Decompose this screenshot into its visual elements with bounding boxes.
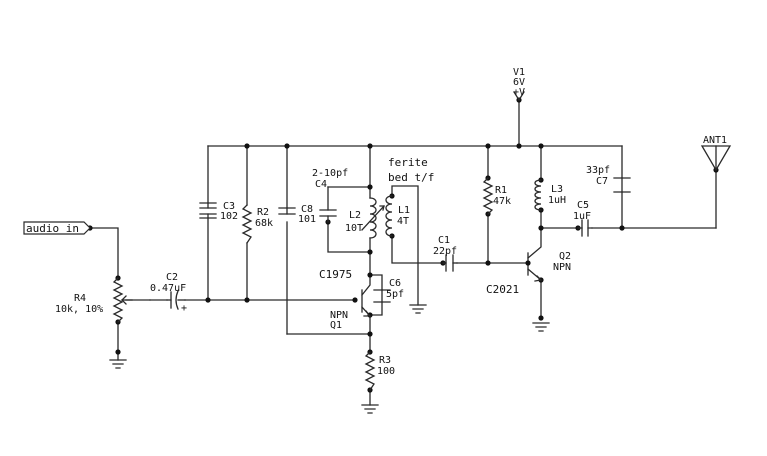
r4-potentiometer: R4 10k, 10% [55,277,133,323]
ferite-label-line2: bed t/f [388,171,434,184]
svg-text:+: + [181,303,187,314]
c7-capacitor: 33pf C7 [586,165,631,193]
r3-ref: R3 [379,355,391,366]
audio-input-label: audio in [26,222,79,235]
l1-value: 4T [397,216,409,227]
v1-ref: V1 [513,67,525,78]
antenna-ref: ANT1 [703,135,727,146]
r2-ref: R2 [257,207,269,218]
c2-value: 0.47uF [150,283,186,294]
ground-symbol [361,404,379,414]
c7-value: 33pf [586,165,610,176]
q2-transistor: Q2 NPN C2021 [486,251,571,296]
c2-capacitor: + C2 0.47uF [150,272,187,314]
c3-capacitor: C3 102 [199,201,238,222]
wires [89,99,717,406]
l1-ref: L1 [398,205,410,216]
c4-trimmer-capacitor: 2-10pf C4 [312,168,348,223]
ferite-label-line1: ferite [388,156,428,169]
l2-value: 10T [345,223,363,234]
c6-value: 5pf [386,289,404,300]
r4-value: 10k, 10% [55,304,103,315]
v1-supply: V1 6V +V [513,67,525,102]
l2-inductor: L2 10T [345,197,385,239]
junctions [87,97,719,393]
ground-symbol [409,304,427,314]
v1-rail: +V [513,87,525,98]
r3-value: 100 [377,366,395,377]
q1-transistor: C1975 NPN Q1 [319,268,372,331]
r3-resistor: R3 100 [364,351,395,391]
c5-capacitor: C5 1uF [573,200,593,237]
c2-ref: C2 [166,272,178,283]
l3-inductor: L3 1uH [534,179,566,211]
c5-value: 1uF [573,211,591,222]
c8-value: 101 [298,214,316,225]
q1-type: NPN [330,310,348,321]
ground-symbol [109,359,127,369]
q1-ref: Q1 [330,320,342,331]
r1-value: 47k [493,196,511,207]
antenna: ANT1 [700,135,732,172]
c6-capacitor: C6 5pf [373,278,404,303]
c7-ref: C7 [596,176,608,187]
c5-ref: C5 [577,200,589,211]
l1-inductor: L1 4T ferite bed t/f [385,156,434,237]
audio-input-port: audio in [23,221,91,235]
r4-ref: R4 [74,293,86,304]
ground-symbol [532,322,550,332]
c4-value: 2-10pf [312,168,348,179]
c8-ref: C8 [301,204,313,215]
c1-capacitor: C1 22pf [433,235,458,272]
l2-ref: L2 [349,210,361,221]
c3-value: 102 [220,211,238,222]
q2-type: NPN [553,262,571,273]
c8-capacitor: C8 101 [278,204,316,225]
q2-part: C2021 [486,283,519,296]
q1-part: C1975 [319,268,352,281]
q2-ref: Q2 [559,251,571,262]
c3-ref: C3 [223,201,235,212]
r1-ref: R1 [495,185,507,196]
c6-ref: C6 [389,278,401,289]
l3-value: 1uH [548,195,566,206]
r1-resistor: R1 47k [482,177,511,215]
c1-ref: C1 [438,235,450,246]
l3-ref: L3 [551,184,563,195]
r2-resistor: R2 68k [241,204,273,244]
r2-value: 68k [255,218,273,229]
c1-value: 22pf [433,246,457,257]
c4-ref: C4 [315,179,327,190]
v1-voltage: 6V [513,77,525,88]
